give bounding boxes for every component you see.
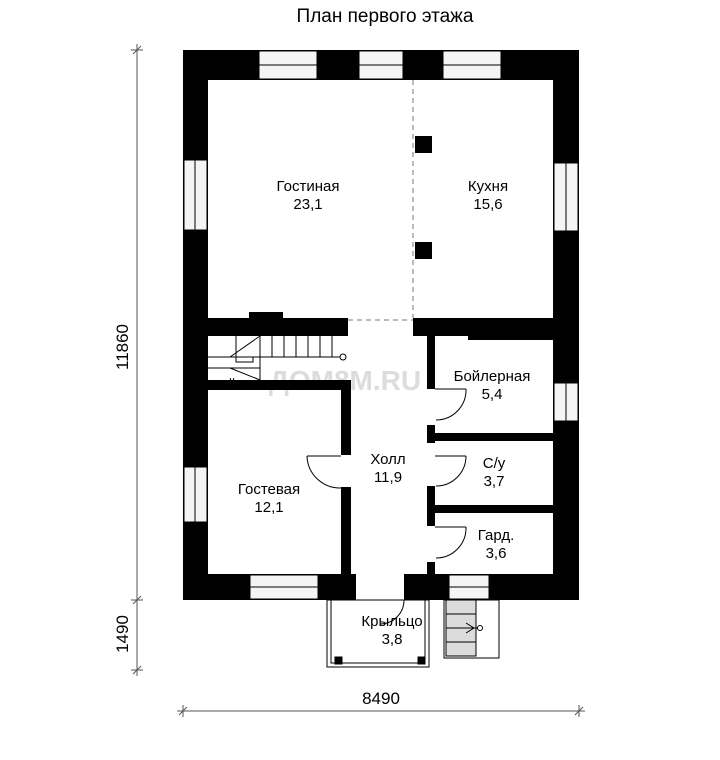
- dim-height-main: 11860: [113, 324, 132, 370]
- window-bottom-2: [448, 574, 490, 600]
- room-living-name: Гостиная: [277, 178, 340, 195]
- room-kitchen-area: 15,6: [473, 196, 502, 213]
- entrance-opening: [356, 574, 404, 600]
- interior-walls: [207, 136, 554, 576]
- room-wardrobe-name: Гард.: [478, 527, 515, 544]
- room-boiler-name: Бойлерная: [454, 368, 531, 385]
- room-guest-area: 12,1: [254, 499, 283, 516]
- exterior-walls: [183, 50, 579, 600]
- window-left-2: [183, 466, 208, 523]
- porch: [326, 599, 430, 668]
- window-top-2: [358, 50, 404, 80]
- dim-height-porch: 1490: [113, 615, 132, 653]
- room-hall-name: Холл: [370, 451, 405, 468]
- room-porch-area: 3,8: [382, 631, 403, 648]
- room-boiler-area: 5,4: [482, 386, 503, 403]
- porch-steps: [443, 599, 500, 659]
- windows: [183, 50, 579, 600]
- window-right-1: [553, 162, 579, 232]
- room-labels: Гостиная 23,1 Кухня 15,6 Бойлерная 5,4 Х…: [238, 178, 531, 648]
- window-left-1: [183, 159, 208, 231]
- room-kitchen-name: Кухня: [468, 178, 508, 195]
- room-wardrobe-area: 3,6: [486, 545, 507, 562]
- door-bath: [435, 455, 467, 487]
- window-top-3: [442, 50, 502, 80]
- doors: [306, 388, 467, 625]
- room-living-area: 23,1: [293, 196, 322, 213]
- dimension-lines: [131, 44, 585, 717]
- window-right-2: [553, 382, 579, 422]
- room-porch-name: Крыльцо: [361, 613, 422, 630]
- room-guest-name: Гостевая: [238, 481, 300, 498]
- window-top-1: [258, 50, 318, 80]
- door-boiler: [435, 388, 467, 421]
- door-wardrobe: [435, 526, 467, 559]
- staircase: [208, 335, 347, 385]
- window-bottom-1: [249, 574, 319, 600]
- dimension-labels: 11860 1490 8490: [113, 324, 400, 708]
- room-bath-area: 3,7: [484, 473, 505, 490]
- plan-title: План первого этажа: [296, 6, 474, 27]
- room-bath-name: С/у: [483, 455, 506, 472]
- room-hall-area: 11,9: [374, 469, 402, 486]
- dim-width: 8490: [362, 689, 400, 708]
- door-guest: [306, 455, 342, 489]
